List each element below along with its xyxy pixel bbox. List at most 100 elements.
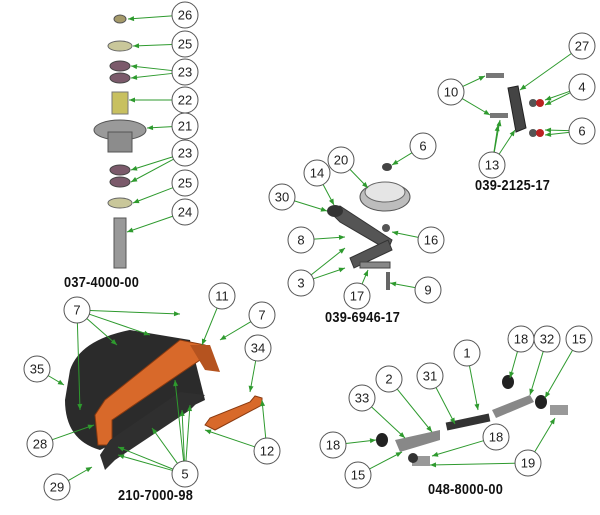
- callout-number: 21: [178, 119, 192, 134]
- arrowhead-icon: [187, 405, 193, 412]
- callout-bubble[interactable]: 31: [416, 362, 444, 390]
- arrowhead-icon: [133, 198, 140, 204]
- callout-circle: [26, 430, 54, 458]
- callout-bubble[interactable]: 3: [287, 269, 315, 297]
- arrowhead-icon: [320, 206, 327, 212]
- callout-number: 35: [30, 362, 44, 377]
- part-number-label: 210-7000-98: [118, 487, 194, 504]
- arrowhead-icon: [362, 181, 368, 188]
- callout-number: 27: [575, 39, 589, 54]
- leader-line: [86, 318, 118, 346]
- callout-bubble[interactable]: 12: [253, 437, 281, 465]
- callout-bubble[interactable]: 2: [375, 365, 403, 393]
- callout-bubble[interactable]: 19: [514, 449, 542, 477]
- arrowhead-icon: [118, 454, 125, 460]
- callout-bubble[interactable]: 29: [43, 473, 71, 501]
- leader-line: [310, 247, 346, 276]
- callout-bubble[interactable]: 23: [171, 58, 199, 86]
- callout-circle: [414, 276, 442, 304]
- leader-line: [431, 440, 484, 457]
- callout-bubble[interactable]: 22: [171, 86, 199, 114]
- callout-bubble[interactable]: 24: [171, 198, 199, 226]
- callout-bubble[interactable]: 17: [343, 282, 371, 310]
- callout-bubble[interactable]: 34: [244, 334, 272, 362]
- leader-line: [52, 424, 95, 441]
- callout-bubble[interactable]: 33: [348, 384, 376, 412]
- callout-number: 2: [385, 372, 392, 387]
- tie-rod-assembly-parts: [376, 375, 568, 466]
- callout-bubble[interactable]: 20: [327, 146, 355, 174]
- arrowhead-icon: [129, 97, 135, 103]
- callout-bubble[interactable]: 15: [565, 325, 593, 353]
- callout-bubble[interactable]: 1: [453, 339, 481, 367]
- callout-number: 4: [578, 80, 585, 95]
- leader-line: [117, 454, 173, 471]
- callout-circle: [171, 139, 199, 167]
- callout-bubble[interactable]: 23: [171, 139, 199, 167]
- arrowhead-icon: [173, 311, 180, 317]
- callout-bubble[interactable]: 28: [26, 430, 54, 458]
- callout-number: 30: [275, 190, 289, 205]
- callout-circle: [568, 32, 596, 60]
- callout-bubble[interactable]: 25: [171, 30, 199, 58]
- callout-bubble[interactable]: 18: [482, 423, 510, 451]
- arrowhead-icon: [118, 446, 125, 452]
- callout-bubble[interactable]: 10: [437, 78, 465, 106]
- callout-circle: [303, 159, 331, 187]
- callout-bubble[interactable]: 25: [171, 169, 199, 197]
- arrowhead-icon: [328, 198, 334, 205]
- arrowhead-icon: [430, 462, 437, 468]
- callout-bubble[interactable]: 7: [248, 301, 276, 329]
- callout-bubble[interactable]: 13: [478, 151, 506, 179]
- callout-bubble[interactable]: 6: [409, 132, 437, 160]
- callout-circle: [327, 146, 355, 174]
- spindle-assembly-parts: [93, 14, 147, 269]
- callout-bubble[interactable]: 30: [268, 183, 296, 211]
- callout-circle: [375, 365, 403, 393]
- callout-bubble[interactable]: 16: [417, 226, 445, 254]
- callout-bubble[interactable]: 32: [533, 325, 561, 353]
- callout-circle: [533, 325, 561, 353]
- callout-circle: [253, 437, 281, 465]
- callout-bubble[interactable]: 5: [171, 460, 199, 488]
- leader-line: [396, 388, 433, 433]
- callout-bubble[interactable]: 4: [568, 73, 596, 101]
- arrowhead-icon: [529, 388, 535, 395]
- arrowhead-icon: [390, 281, 397, 287]
- callout-bubble[interactable]: 27: [568, 32, 596, 60]
- callout-number: 10: [444, 85, 458, 100]
- arrowhead-icon: [131, 176, 138, 182]
- arrowhead-icon: [85, 467, 92, 473]
- arrowhead-icon: [220, 334, 227, 340]
- callout-bubble[interactable]: 15: [344, 461, 372, 489]
- leader-line: [89, 310, 181, 315]
- leader-line: [127, 15, 173, 20]
- callout-bubble[interactable]: 6: [568, 117, 596, 145]
- arrowhead-icon: [57, 379, 64, 385]
- callout-circle: [171, 30, 199, 58]
- callout-bubble[interactable]: 18: [319, 431, 347, 459]
- leader-line: [369, 451, 403, 470]
- arrowhead-icon: [478, 76, 485, 81]
- arrowhead-icon: [509, 371, 515, 378]
- callout-number: 7: [73, 303, 80, 318]
- callout-bubble[interactable]: 18: [507, 325, 535, 353]
- callout-bubble[interactable]: 8: [287, 226, 315, 254]
- callout-bubble[interactable]: 11: [208, 282, 236, 310]
- callout-bubble[interactable]: 35: [23, 355, 51, 383]
- callout-bubble[interactable]: 26: [171, 1, 199, 29]
- leader-line: [544, 350, 573, 399]
- callout-bubble[interactable]: 9: [414, 276, 442, 304]
- arrowhead-icon: [338, 267, 345, 273]
- callout-bubble[interactable]: 21: [171, 112, 199, 140]
- callout-number: 6: [578, 124, 585, 139]
- arrowhead-icon: [432, 451, 439, 457]
- callout-number: 20: [334, 153, 348, 168]
- arrowhead-icon: [133, 43, 140, 49]
- callout-bubble[interactable]: 7: [63, 296, 91, 324]
- arrowhead-icon: [260, 400, 266, 407]
- callout-circle: [287, 226, 315, 254]
- callout-bubble[interactable]: 14: [303, 159, 331, 187]
- arrowhead-icon: [520, 84, 527, 90]
